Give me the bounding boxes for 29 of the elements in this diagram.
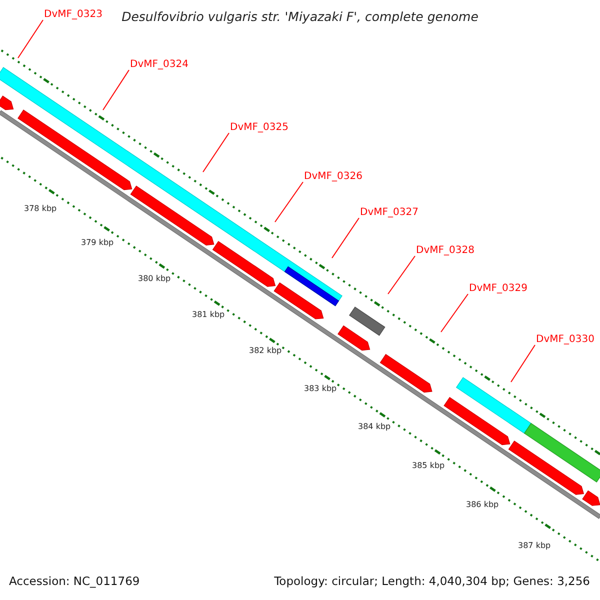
gene-label: DvMF_0326 [304, 170, 362, 183]
position-label: 381 kbp [192, 310, 225, 319]
leader-line [274, 182, 304, 222]
position-label: 383 kbp [304, 384, 337, 393]
gene-label: DvMF_0329 [469, 282, 528, 295]
gene-label: DvMF_0328 [416, 244, 474, 257]
position-label: 382 kbp [249, 346, 282, 355]
position-label: 378 kbp [24, 204, 57, 213]
position-label: 387 kbp [518, 541, 551, 550]
leader-line [18, 20, 44, 58]
leader-line [102, 70, 130, 110]
gene-label: DvMF_0324 [130, 58, 188, 71]
genome-info-text: Topology: circular; Length: 4,040,304 bp; Genes: 3,256 [274, 574, 590, 588]
accession-text: Accession: NC_011769 [9, 574, 140, 588]
leader-line [510, 344, 536, 382]
position-label: 379 kbp [81, 238, 114, 247]
position-label: 385 kbp [412, 461, 445, 470]
gene-label: DvMF_0323 [44, 8, 102, 21]
leader-line [388, 256, 416, 294]
leader-line [332, 218, 360, 258]
map-title: Desulfovibrio vulgaris str. 'Miyazaki F', complete genome [122, 9, 478, 24]
leader-line [202, 132, 230, 172]
position-label: 386 kbp [466, 500, 499, 509]
gene-label: DvMF_0330 [536, 333, 594, 346]
gene-label: DvMF_0327 [360, 206, 418, 219]
gene-label: DvMF_0325 [230, 121, 288, 134]
position-label: 380 kbp [138, 274, 171, 283]
leader-line [440, 294, 468, 332]
position-label: 384 kbp [358, 422, 391, 431]
